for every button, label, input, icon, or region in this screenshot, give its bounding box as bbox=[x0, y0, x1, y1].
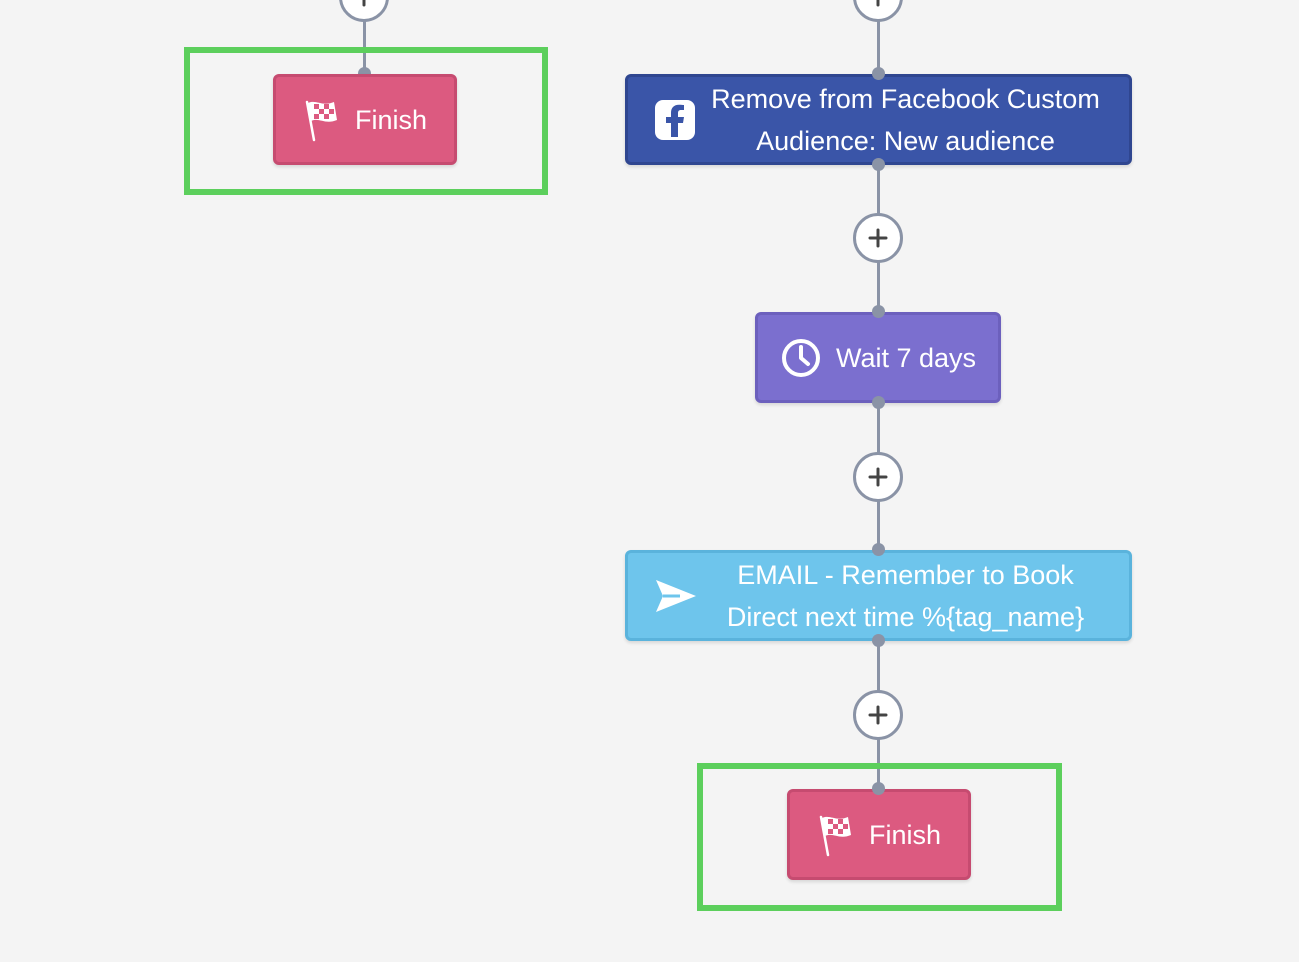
connector-dot bbox=[872, 158, 885, 171]
connector-dot bbox=[872, 782, 885, 795]
finish-label: Finish bbox=[868, 819, 942, 850]
add-step-button[interactable] bbox=[339, 0, 389, 22]
add-step-button[interactable] bbox=[853, 0, 903, 22]
plus-icon bbox=[868, 705, 888, 725]
add-step-button[interactable] bbox=[853, 213, 903, 263]
plus-icon bbox=[876, 0, 880, 7]
facebook-icon bbox=[654, 99, 696, 141]
connector-dot bbox=[872, 305, 885, 318]
connector-dot bbox=[872, 634, 885, 647]
wait-step[interactable]: Wait 7 days bbox=[755, 312, 1001, 403]
clock-icon bbox=[780, 337, 822, 379]
email-step[interactable]: EMAIL - Remember to Book Direct next tim… bbox=[625, 550, 1132, 641]
connector-line bbox=[363, 0, 366, 76]
finish-node-left[interactable]: Finish bbox=[273, 74, 457, 165]
connector-dot bbox=[872, 67, 885, 80]
finish-node-right[interactable]: Finish bbox=[787, 789, 971, 880]
checkered-flag-icon bbox=[303, 97, 341, 143]
send-icon bbox=[654, 576, 698, 616]
facebook-step-label: Remove from Facebook Custom Audience: Ne… bbox=[711, 83, 1100, 156]
add-step-button[interactable] bbox=[853, 452, 903, 502]
finish-label: Finish bbox=[354, 104, 428, 135]
wait-step-label: Wait 7 days bbox=[835, 342, 977, 373]
add-step-button[interactable] bbox=[853, 690, 903, 740]
connector-dot bbox=[872, 543, 885, 556]
email-step-label: EMAIL - Remember to Book Direct next tim… bbox=[726, 559, 1085, 632]
plus-icon bbox=[868, 467, 888, 487]
checkered-flag-icon bbox=[817, 812, 855, 858]
connector-dot bbox=[872, 396, 885, 409]
plus-icon bbox=[868, 228, 888, 248]
plus-icon bbox=[362, 0, 366, 7]
connector-line bbox=[877, 0, 880, 76]
facebook-audience-step[interactable]: Remove from Facebook Custom Audience: Ne… bbox=[625, 74, 1132, 165]
